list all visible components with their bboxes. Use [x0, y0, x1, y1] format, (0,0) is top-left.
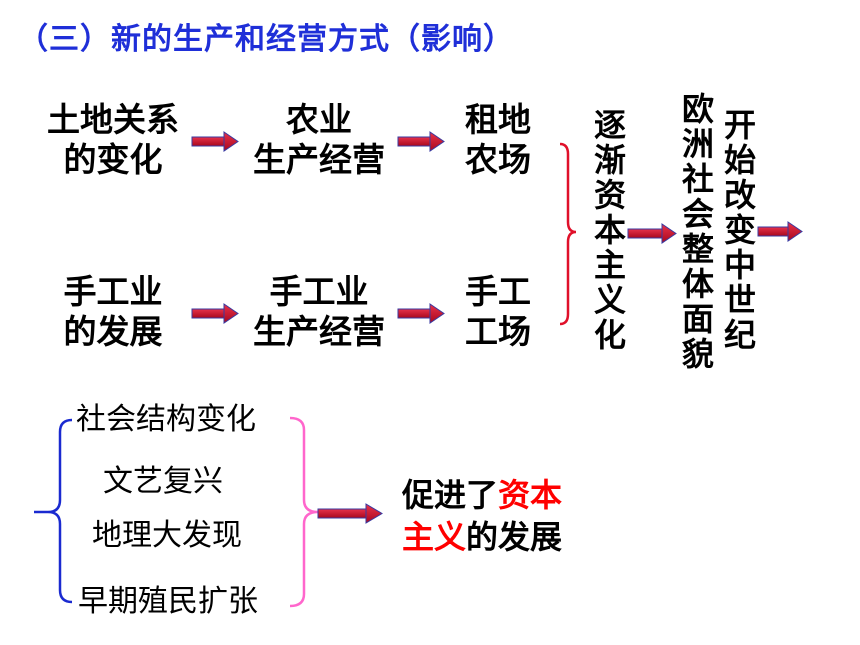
factor-renaissance: 文艺复兴 — [103, 464, 223, 499]
arrow-to-result — [317, 503, 383, 524]
node-workshop: 手工 工场 — [458, 272, 538, 352]
node-workshop-line1: 手工 — [465, 272, 531, 311]
result-line1: 促进了资本 — [402, 474, 562, 516]
node-handicraft-operation: 手工业 生产经营 — [244, 272, 394, 352]
arrow-row2-1 — [191, 303, 239, 324]
node-land-relation-line1: 土地关系 — [47, 100, 179, 139]
result-text: 促进了资本 主义的发展 — [402, 474, 562, 558]
arrow-col1-col2 — [627, 223, 677, 244]
node-handicraft-dev: 手工业 的发展 — [38, 272, 188, 352]
node-leased-farm-line1: 租地 — [465, 100, 531, 139]
node-agri-operation-line1: 农业 — [286, 100, 352, 139]
column-capitalization: 逐渐资本主义化 — [593, 106, 626, 354]
node-handicraft-dev-line2: 的发展 — [63, 312, 163, 351]
brace-factors-right — [289, 416, 319, 608]
brace-rows — [559, 142, 577, 326]
node-handicraft-dev-line1: 手工业 — [63, 272, 163, 311]
arrow-col3-out — [757, 221, 803, 242]
factor-discovery: 地理大发现 — [92, 518, 242, 553]
page-title: （三）新的生产和经营方式（影响） — [18, 22, 514, 57]
arrow-row1-2 — [397, 131, 445, 152]
node-agri-operation: 农业 生产经营 — [244, 100, 394, 180]
result-line2: 主义的发展 — [402, 516, 562, 558]
node-land-relation: 土地关系 的变化 — [38, 100, 188, 180]
node-handicraft-operation-line2: 生产经营 — [253, 312, 385, 351]
node-land-relation-line2: 的变化 — [63, 140, 163, 179]
arrow-row1-1 — [191, 131, 239, 152]
factor-social-structure: 社会结构变化 — [76, 402, 256, 437]
brace-factors-left — [47, 418, 73, 604]
result-part4: 的发展 — [466, 518, 563, 556]
node-leased-farm: 租地 农场 — [458, 100, 538, 180]
column-start-change: 开始改变中世纪 — [723, 106, 756, 354]
result-part1: 促进了 — [402, 476, 499, 514]
arrow-row2-2 — [397, 303, 445, 324]
result-part3: 主义 — [402, 518, 467, 556]
factor-colonial-expansion: 早期殖民扩张 — [78, 584, 258, 619]
column-european-society: 欧洲社会整体面貌 — [681, 90, 714, 373]
node-handicraft-operation-line1: 手工业 — [269, 272, 369, 311]
result-part2: 资本 — [498, 476, 563, 514]
node-agri-operation-line2: 生产经营 — [253, 140, 385, 179]
node-workshop-line2: 工场 — [465, 312, 531, 351]
node-leased-farm-line2: 农场 — [465, 140, 531, 179]
